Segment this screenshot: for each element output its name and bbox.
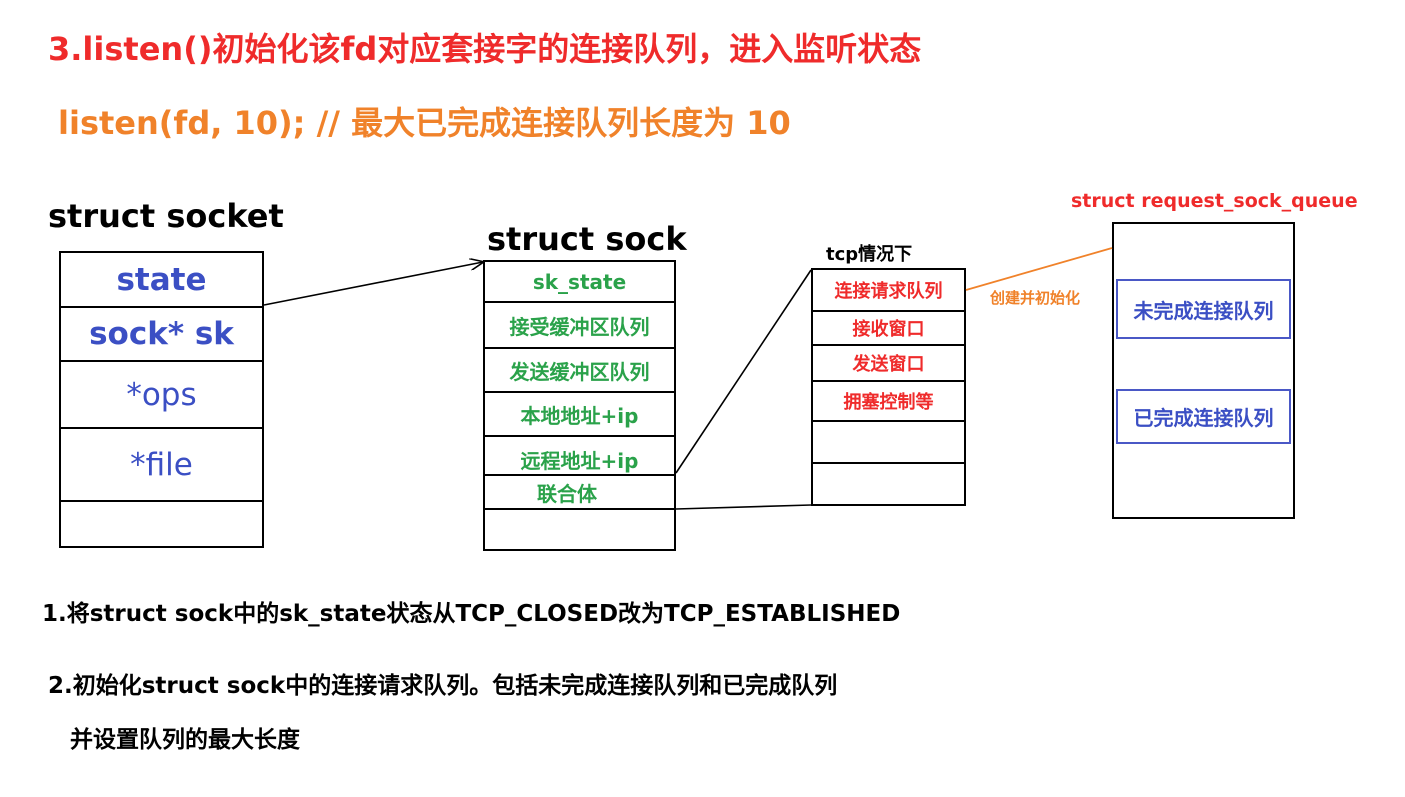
sock-field-recv-queue: 接受缓冲区队列 — [485, 303, 674, 349]
socket-field-ops: *ops — [61, 362, 262, 429]
tcp-to-queue-line — [965, 247, 1113, 291]
sock-field-local-addr: 本地地址+ip — [485, 393, 674, 437]
struct-sock-box: sk_state 接受缓冲区队列 发送缓冲区队列 本地地址+ip 远程地址+ip… — [483, 260, 676, 551]
tcp-field-send-window: 发送窗口 — [813, 346, 964, 382]
socket-field-state: state — [61, 253, 262, 308]
tcp-box: 连接请求队列 接收窗口 发送窗口 拥塞控制等 — [811, 268, 966, 506]
struct-socket-box: state sock* sk *ops *file — [59, 251, 264, 548]
socket-to-sock-arrow — [263, 262, 483, 306]
rsq-field-incomplete-queue: 未完成连接队列 — [1116, 279, 1291, 339]
struct-sock-label: struct sock — [487, 220, 687, 258]
tcp-field-recv-window: 接收窗口 — [813, 312, 964, 346]
request-sock-queue-label: struct request_sock_queue — [1071, 190, 1358, 212]
socket-field-file: *file — [61, 429, 262, 502]
request-sock-queue-box: 未完成连接队列 已完成连接队列 — [1112, 222, 1295, 519]
note-3: 并设置队列的最大长度 — [70, 727, 300, 753]
sock-field-union: 联合体 — [485, 476, 674, 510]
note-2: 2.初始化struct sock中的连接请求队列。包括未完成连接队列和已完成队列 — [48, 673, 838, 699]
tcp-field-empty-1 — [813, 422, 964, 464]
tcp-label: tcp情况下 — [826, 244, 913, 265]
struct-socket-label: struct socket — [48, 197, 284, 235]
socket-field-sk: sock* sk — [61, 308, 262, 362]
create-init-label: 创建并初始化 — [990, 289, 1081, 307]
page-subtitle: listen(fd, 10); // 最大已完成连接队列长度为 10 — [58, 104, 791, 142]
tcp-field-congestion: 拥塞控制等 — [813, 382, 964, 422]
union-to-tcp-bottom-line — [675, 504, 812, 510]
socket-field-empty — [61, 502, 262, 546]
rsq-field-empty-mid — [1114, 339, 1293, 389]
rsq-field-complete-queue: 已完成连接队列 — [1116, 389, 1291, 444]
tcp-field-empty-2 — [813, 464, 964, 504]
sock-field-sk-state: sk_state — [485, 262, 674, 303]
tcp-field-conn-request-queue: 连接请求队列 — [813, 270, 964, 312]
sock-field-empty — [485, 510, 674, 549]
rsq-field-empty-bottom — [1114, 444, 1293, 517]
sock-field-send-queue: 发送缓冲区队列 — [485, 349, 674, 393]
note-1: 1.将struct sock中的sk_state状态从TCP_CLOSED改为T… — [42, 601, 901, 627]
rsq-field-empty-top — [1114, 224, 1293, 279]
page-title: 3.listen()初始化该fd对应套接字的连接队列，进入监听状态 — [48, 30, 922, 68]
sock-field-remote-addr: 远程地址+ip — [485, 437, 674, 476]
union-to-tcp-top-line — [675, 269, 812, 474]
